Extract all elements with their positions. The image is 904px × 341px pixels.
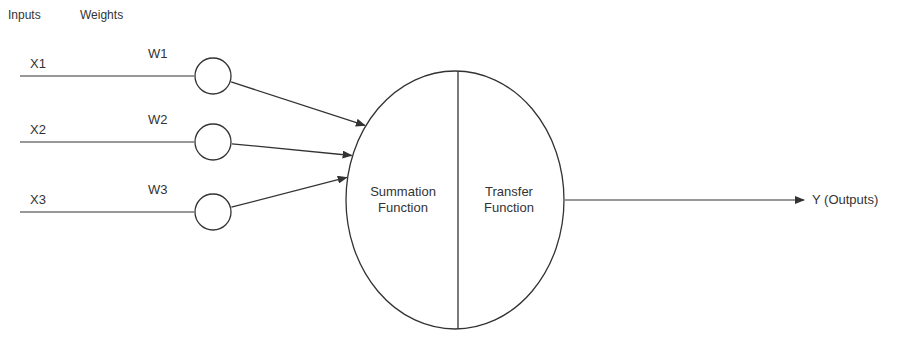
neuron-body: Summation FunctionTransfer Function (345, 70, 565, 330)
weighted-connector (231, 82, 365, 126)
input-label: X1 (30, 56, 46, 72)
weighted-connector (231, 177, 346, 207)
ellipse-shape (346, 71, 564, 329)
input-label: X2 (30, 122, 46, 138)
ellipse-outline (345, 70, 565, 330)
summation-label: Summation Function (353, 184, 453, 217)
circle-shape (195, 124, 231, 160)
circle-outline (194, 193, 232, 231)
weight-label: W3 (148, 182, 168, 198)
divider-line (457, 71, 458, 329)
column-heading: Inputs (8, 8, 41, 22)
weight-label: W1 (148, 46, 168, 62)
circle-outline (194, 57, 232, 95)
input-line (20, 75, 194, 76)
weight-circle: W2 (194, 123, 232, 161)
input-line (20, 211, 194, 212)
input-label: X3 (30, 192, 46, 208)
weighted-connector (232, 144, 352, 156)
output-arrow (565, 199, 804, 200)
output-label: Y (Outputs) (812, 192, 878, 208)
circle-shape (195, 58, 231, 94)
weight-circle: W3 (194, 193, 232, 231)
circle-shape (195, 194, 231, 230)
weight-label: W2 (148, 112, 168, 128)
weight-circle: W1 (194, 57, 232, 95)
circle-outline (194, 123, 232, 161)
column-heading: Weights (80, 8, 123, 22)
transfer-label: Transfer Function (459, 184, 559, 217)
input-line (20, 141, 194, 142)
